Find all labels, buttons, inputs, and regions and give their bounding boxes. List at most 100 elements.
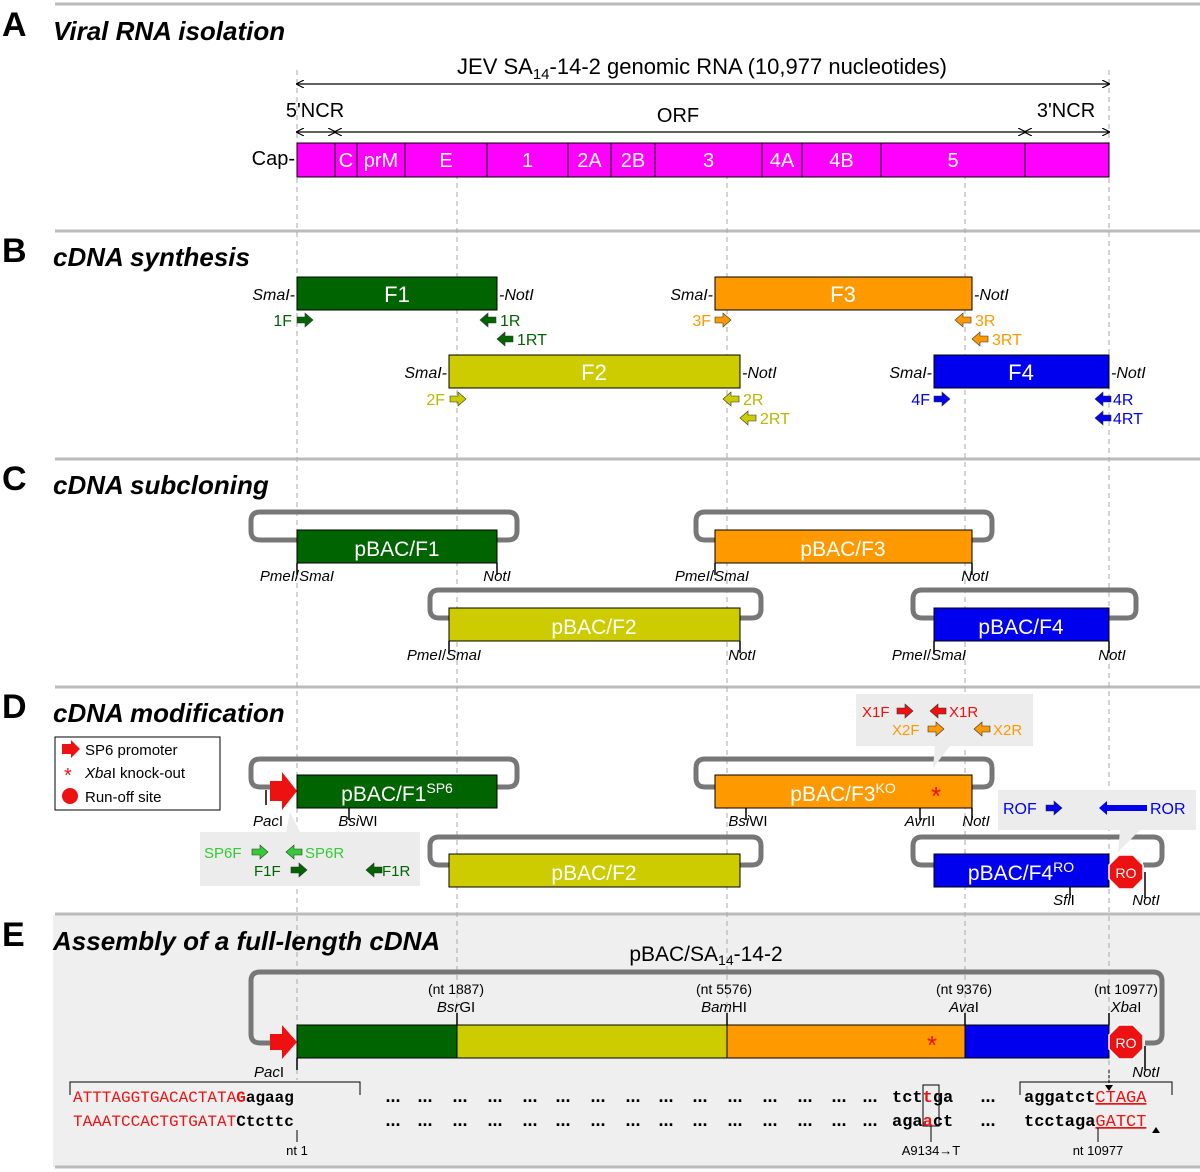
run-off-site-icon (62, 788, 78, 804)
primer-arrow-icon (251, 844, 269, 860)
section-letter-c: C (2, 460, 27, 498)
noti-label: -NotI (974, 287, 1009, 304)
fragment-f3-label: F3 (830, 282, 856, 307)
noti-label: -NotI (1111, 365, 1146, 382)
section-headings: A Viral RNA isolation B cDNA synthesis C… (2, 6, 440, 956)
site-label: BsiWI (338, 813, 377, 830)
primer-arrow-icon (971, 331, 989, 347)
sequence-ellipsis: ... (385, 1086, 400, 1106)
sequence-ellipsis: ... (658, 1086, 673, 1106)
modified-clones: pBAC/F1SP6 pBAC/F3KO * pBAC/F2 pBAC/F4RO… (248, 756, 1165, 909)
sequence-ellipsis: ... (522, 1086, 537, 1106)
primer-label: X2R (993, 722, 1022, 739)
fragment-f2-bar (448, 354, 741, 389)
site-nt-1887: (nt 1887) (428, 981, 484, 997)
subclone-f1-bar (296, 529, 498, 564)
modified-f2-label: pBAC/F2 (551, 862, 636, 885)
sequence-ellipsis: ... (831, 1110, 846, 1130)
section-letter-a: A (2, 6, 27, 44)
site-label: PmeI/SmaI (260, 568, 334, 585)
sequence-ellipsis: ... (590, 1086, 605, 1106)
sequence-ellipsis: ... (762, 1086, 777, 1106)
assembly-f4-segment (964, 1024, 1110, 1059)
modified-f3-bar (714, 774, 973, 809)
sequence-ellipsis: ... (522, 1110, 537, 1130)
gene-segment (610, 142, 656, 178)
sequence-ellipsis: ... (417, 1086, 432, 1106)
assembly-f2-segment (456, 1024, 728, 1059)
cut-site-marker (1152, 1127, 1160, 1133)
primer-arrow-icon (449, 391, 467, 407)
site-bsrgi: BsrGI (437, 999, 475, 1016)
sequence-ellipsis: ... (452, 1086, 467, 1106)
section-title-c: cDNA subcloning (53, 470, 269, 500)
site-bamhi: BamHI (701, 999, 747, 1016)
site-label: PacI (253, 813, 283, 830)
sequence-ellipsis: ... (555, 1086, 570, 1106)
section-letter-b: B (2, 232, 27, 270)
primer-label: 2RT (760, 411, 790, 428)
orf-label: ORF (657, 105, 699, 127)
primer-label: 3F (692, 313, 711, 330)
sequence-ellipsis: ... (692, 1086, 707, 1106)
section-title-e: Assembly of a full-length cDNA (52, 926, 440, 956)
primer-label: ROR (1150, 801, 1186, 818)
site-nt-10977: (nt 10977) (1094, 981, 1158, 997)
vector-backbone (248, 756, 520, 790)
noti-label: -NotI (499, 287, 534, 304)
sequence-bracket (1019, 1081, 1173, 1095)
sequence-5prime-top: ATTTAGGTGACACTATAGagaag (73, 1089, 294, 1107)
asterisk-icon: * (931, 781, 941, 811)
sequence-ellipsis: ... (555, 1110, 570, 1130)
sequence-ellipsis: ... (727, 1110, 742, 1130)
assembly-f3-segment (726, 1024, 966, 1059)
primer-arrow-icon (1094, 410, 1112, 426)
run-off-site-icon (1108, 854, 1144, 890)
primer-label: 4RT (1113, 411, 1143, 428)
run-off-site-icon (1108, 1024, 1144, 1060)
gene-label: 5 (947, 150, 958, 172)
site-label: AvrII (904, 813, 936, 830)
subclones: pBAC/F1 pBAC/F3 pBAC/F2 pBAC/F4 PmeI/Sma… (248, 509, 1139, 664)
vector-backbone (910, 587, 1139, 621)
sequence-ellipsis: ... (692, 1110, 707, 1130)
primer-arrow-icon (290, 862, 308, 878)
gene-label: 4B (829, 150, 853, 172)
sequence-ellipsis: ... (797, 1086, 812, 1106)
smai-label: SmaI- (889, 365, 932, 382)
sequence-ellipsis: ... (762, 1110, 777, 1130)
subclone-f3-bar (714, 529, 973, 564)
subclone-f1-label: pBAC/F1 (354, 538, 439, 561)
section-separators (55, 2, 1200, 1169)
legend-ro: Run-off site (85, 789, 161, 806)
gene-label: 4A (770, 150, 795, 172)
site-label: NotI (483, 568, 511, 585)
site-label: NotI (962, 813, 990, 830)
gene-segment (486, 142, 569, 178)
primer-arrow-icon (933, 391, 951, 407)
sequence-ellipsis: ... (625, 1110, 640, 1130)
primer-arrow-icon (365, 862, 383, 878)
site-label: PmeI/SmaI (407, 647, 481, 664)
noti-label: -NotI (742, 365, 777, 382)
primer-label: 3RT (992, 332, 1022, 349)
run-off-label: RO (1116, 1035, 1137, 1051)
full-length-assembly: pBAC/SA14-14-2 * RO (nt 1887) BsrGI (nt … (69, 943, 1173, 1158)
cut-site-marker (1105, 1085, 1113, 1091)
fragment-f2-label: F2 (581, 360, 607, 385)
site-label: NotI (1132, 1064, 1160, 1081)
asterisk-icon: * (64, 765, 72, 787)
sequence-ellipsis: ... (980, 1086, 995, 1106)
gene-label: prM (364, 150, 398, 172)
site-label: NotI (728, 647, 756, 664)
sequence-ellipsis: ... (862, 1086, 877, 1106)
gene-label: 2A (577, 150, 602, 172)
subclone-f2-label: pBAC/F2 (551, 616, 636, 639)
site-nt-9376: (nt 9376) (936, 981, 992, 997)
sequence-ellipsis: ... (417, 1110, 432, 1130)
primer-arrow-icon (1099, 801, 1147, 815)
primer-arrow-icon (1094, 391, 1112, 407)
legend-box (54, 736, 221, 811)
